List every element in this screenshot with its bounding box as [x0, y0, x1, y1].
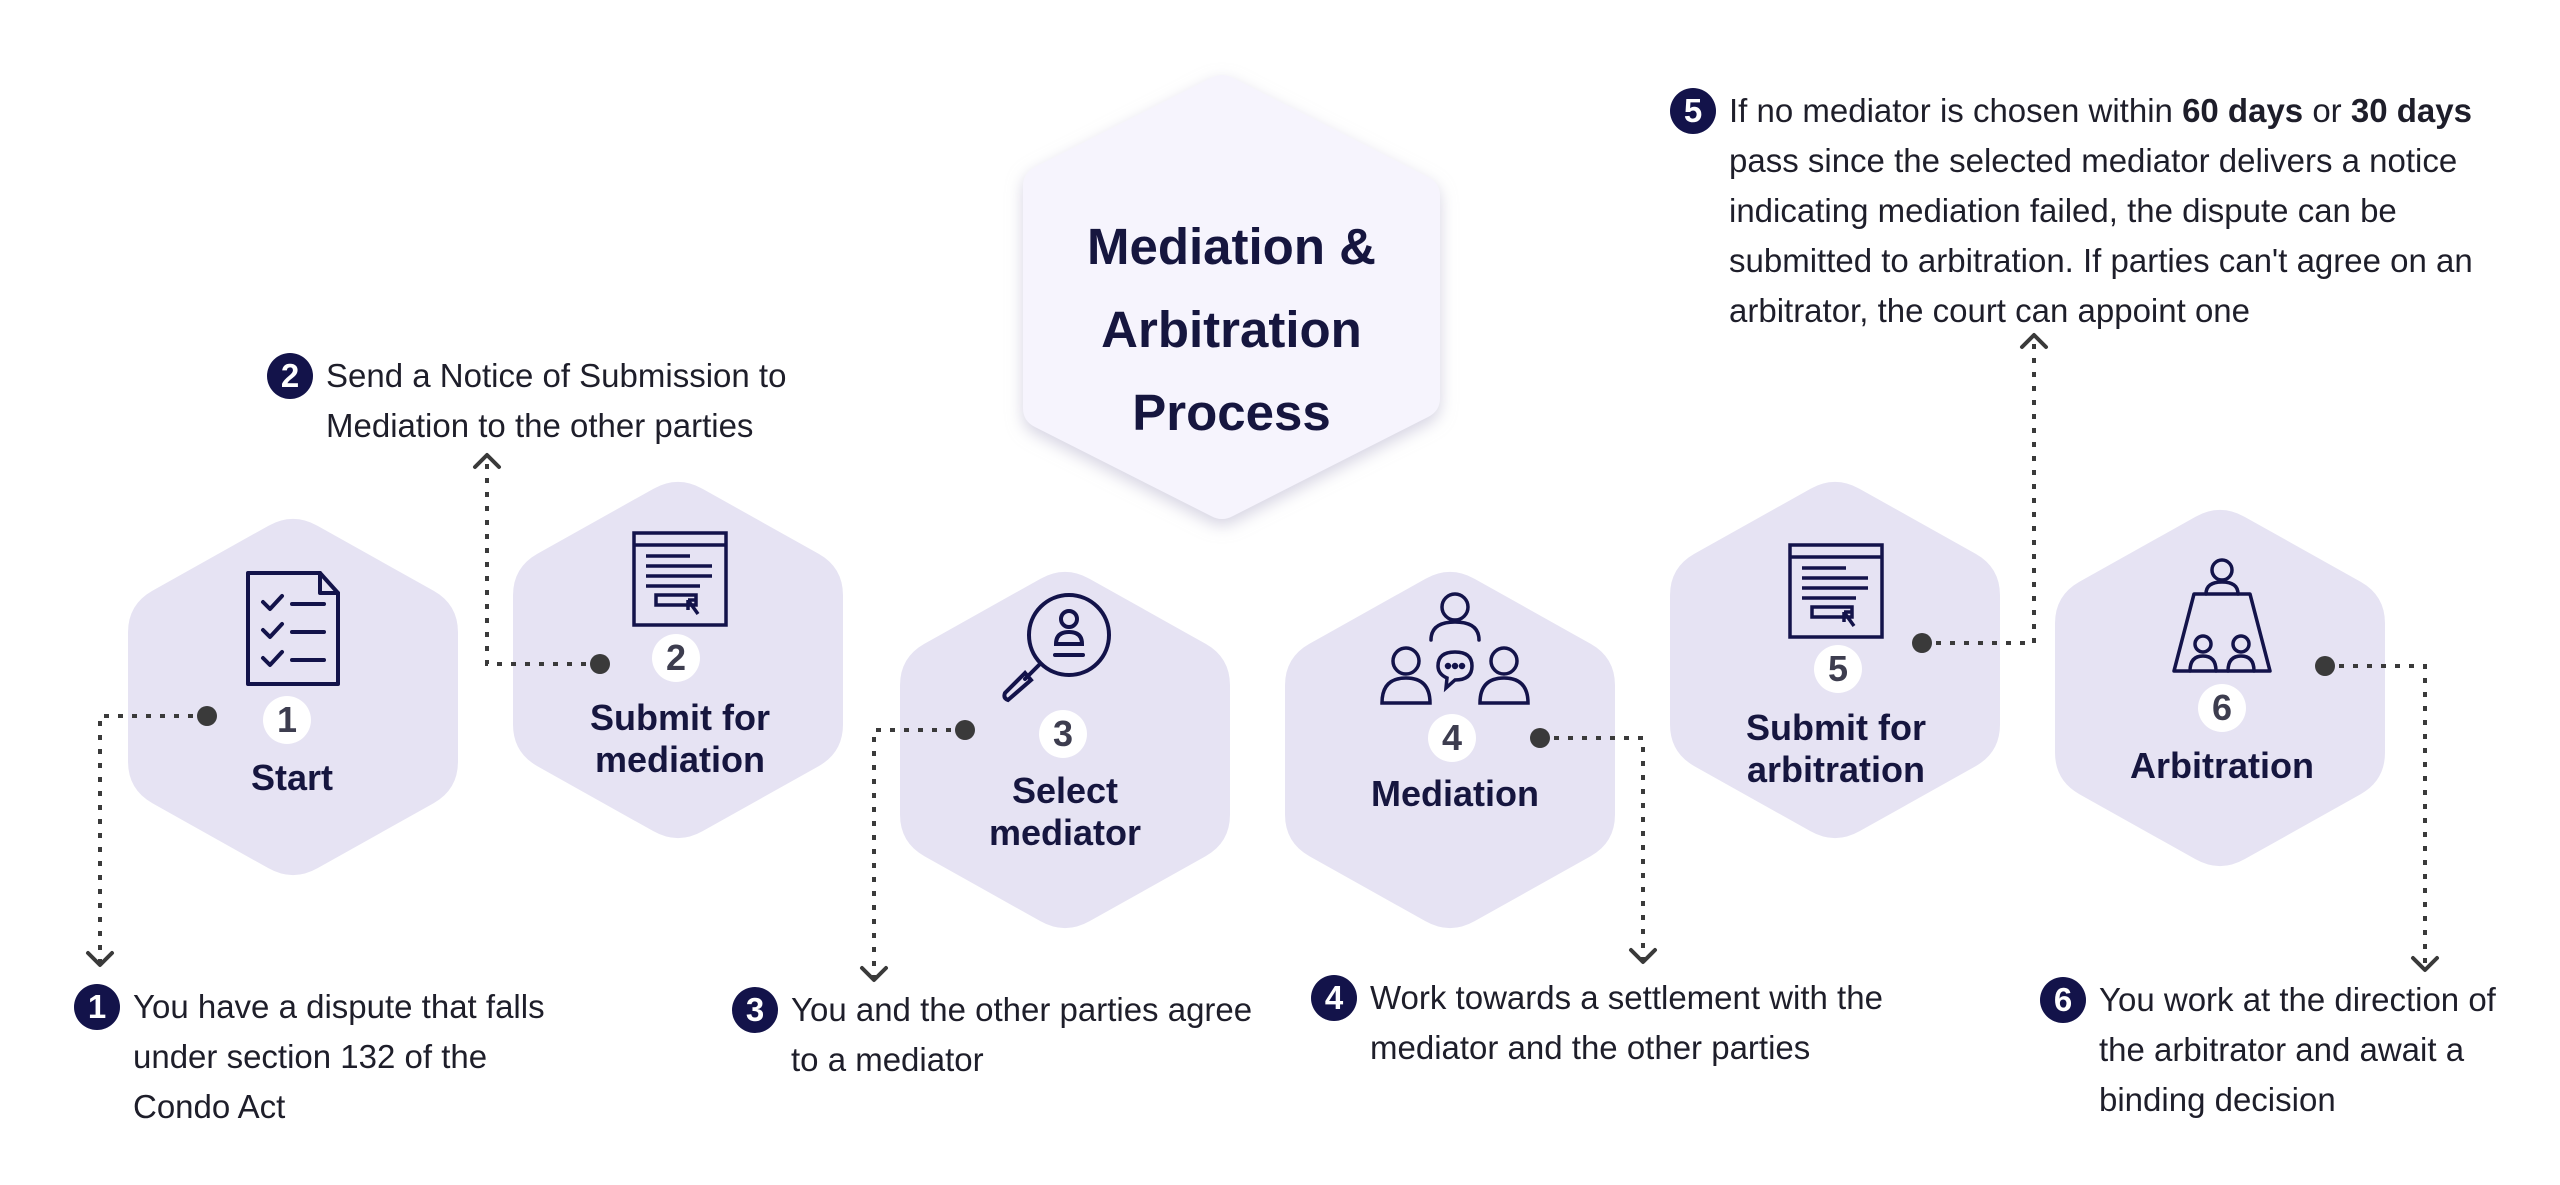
title-line: Process — [1132, 384, 1331, 441]
connector-dot-2 — [590, 654, 610, 674]
page-title: Mediation & Arbitration Process — [1023, 205, 1440, 454]
note-badge: 4 — [1311, 975, 1357, 1021]
connector-2 — [485, 455, 600, 666]
connector-dot-5 — [1912, 633, 1932, 653]
note-badge: 5 — [1670, 88, 1716, 134]
connector-4 — [1540, 736, 1645, 962]
connector-dot-1 — [197, 706, 217, 726]
connector-arrowhead-3 — [860, 966, 888, 982]
title-line: Arbitration — [1101, 301, 1362, 358]
connector-arrowhead-5 — [2020, 333, 2048, 349]
note-badge: 1 — [74, 984, 120, 1030]
web-form-icon — [1788, 543, 1884, 639]
step-number: 2 — [652, 634, 700, 682]
connector-dot-6 — [2315, 656, 2335, 676]
connector-arrowhead-1 — [86, 951, 114, 967]
step-number: 3 — [1039, 710, 1087, 758]
step-number: 6 — [2198, 684, 2246, 732]
web-form-icon — [632, 531, 728, 627]
step-number: 4 — [1428, 714, 1476, 762]
step-label-arbitration: Arbitration — [2130, 745, 2314, 786]
step-label-submit-for-mediation: Submit for mediation — [590, 697, 770, 780]
note-text: You and the other parties agree to a med… — [791, 991, 1253, 1078]
note-text-part: If no mediator is chosen within — [1729, 92, 2183, 129]
connector-6 — [2325, 664, 2427, 970]
connector-arrowhead-6 — [2411, 956, 2439, 972]
step-label-start: Start — [250, 757, 334, 798]
title-hexagon — [1023, 75, 1440, 519]
magnifier-person-icon — [1002, 593, 1111, 703]
note-text: Send a Notice of Submission to Mediation… — [326, 357, 787, 444]
step-number: 5 — [1814, 645, 1862, 693]
step-label-select-mediator: Select mediator — [988, 770, 1142, 853]
note-text-highlight: 30 days — [2350, 92, 2472, 129]
note-text-part: pass since the selected mediator deliver… — [1729, 142, 2473, 329]
note-text: You work at the direction of the arbitra… — [2099, 981, 2496, 1118]
note-text-highlight: 60 days — [2182, 92, 2304, 129]
connector-5 — [1922, 335, 2036, 645]
group-chat-icon — [1380, 592, 1530, 705]
note-text: If no mediator is chosen within 60 days … — [1729, 86, 2489, 336]
note-badge: 3 — [732, 987, 778, 1033]
title-line: Mediation & — [1087, 218, 1376, 275]
connector-dot-4 — [1530, 728, 1550, 748]
note-text-part: or — [2303, 92, 2351, 129]
arbitration-table-icon — [2172, 558, 2272, 673]
step-label-mediation: Mediation — [1371, 773, 1539, 814]
note-badge: 2 — [267, 353, 313, 399]
connector-arrowhead-2 — [473, 453, 501, 469]
note-text: You have a dispute that falls under sect… — [133, 988, 545, 1125]
connector-3 — [872, 728, 965, 980]
connector-dot-3 — [955, 720, 975, 740]
connector-arrowhead-4 — [1629, 948, 1657, 964]
checklist-icon — [246, 571, 340, 686]
note-text: Work towards a settlement with the media… — [1370, 979, 1883, 1066]
note-badge: 6 — [2040, 977, 2086, 1023]
step-label-submit-for-arbitration: Submit for arbitration — [1746, 707, 1926, 790]
step-number: 1 — [263, 696, 311, 744]
